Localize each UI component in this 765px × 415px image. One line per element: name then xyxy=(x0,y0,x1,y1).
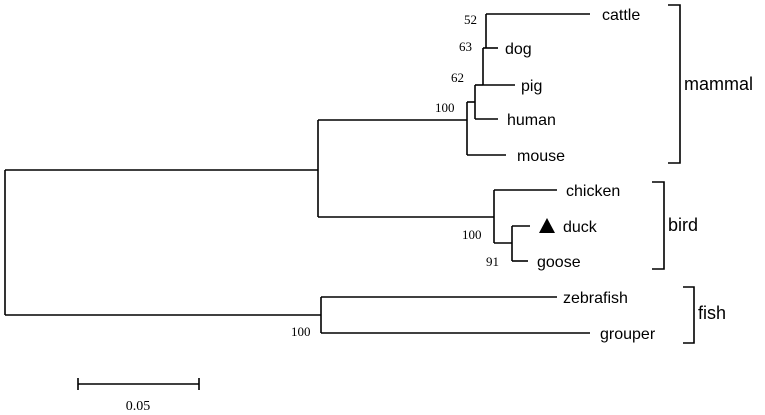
scale-bar: 0.05 xyxy=(77,378,200,414)
triangle-marker-icon xyxy=(539,218,555,233)
leaf-label-goose: goose xyxy=(537,254,581,271)
bracket-mammal xyxy=(668,4,681,164)
leaf-label-grouper: grouper xyxy=(600,326,656,343)
group-label-fish: fish xyxy=(698,303,726,323)
scale-bar-line xyxy=(77,378,200,390)
group-label-mammal: mammal xyxy=(684,74,753,94)
leaf-label-duck: duck xyxy=(563,219,598,236)
leaf-label-cattle: cattle xyxy=(602,7,640,24)
bootstrap-fish: 100 xyxy=(291,324,311,339)
bracket-fish xyxy=(683,286,695,344)
bootstrap-bird: 100 xyxy=(462,227,482,242)
bracket-bird xyxy=(652,181,665,270)
leaf-label-human: human xyxy=(507,112,556,129)
leaf-label-mouse: mouse xyxy=(517,148,565,165)
leaf-label-pig: pig xyxy=(521,78,542,95)
leaf-label-zebrafish: zebrafish xyxy=(563,290,628,307)
group-label-bird: bird xyxy=(668,215,698,235)
bootstrap-duck-goose: 91 xyxy=(486,254,499,269)
scale-bar-label: 0.05 xyxy=(126,399,151,414)
leaf-label-dog: dog xyxy=(505,41,532,58)
leaf-label-chicken: chicken xyxy=(566,183,620,200)
bootstrap-cattle-dog-pig: 63 xyxy=(459,39,472,54)
bootstrap-mammal: 100 xyxy=(435,100,455,115)
bootstrap-with-human: 62 xyxy=(451,70,464,85)
bootstrap-cattle-dog: 52 xyxy=(464,12,477,27)
